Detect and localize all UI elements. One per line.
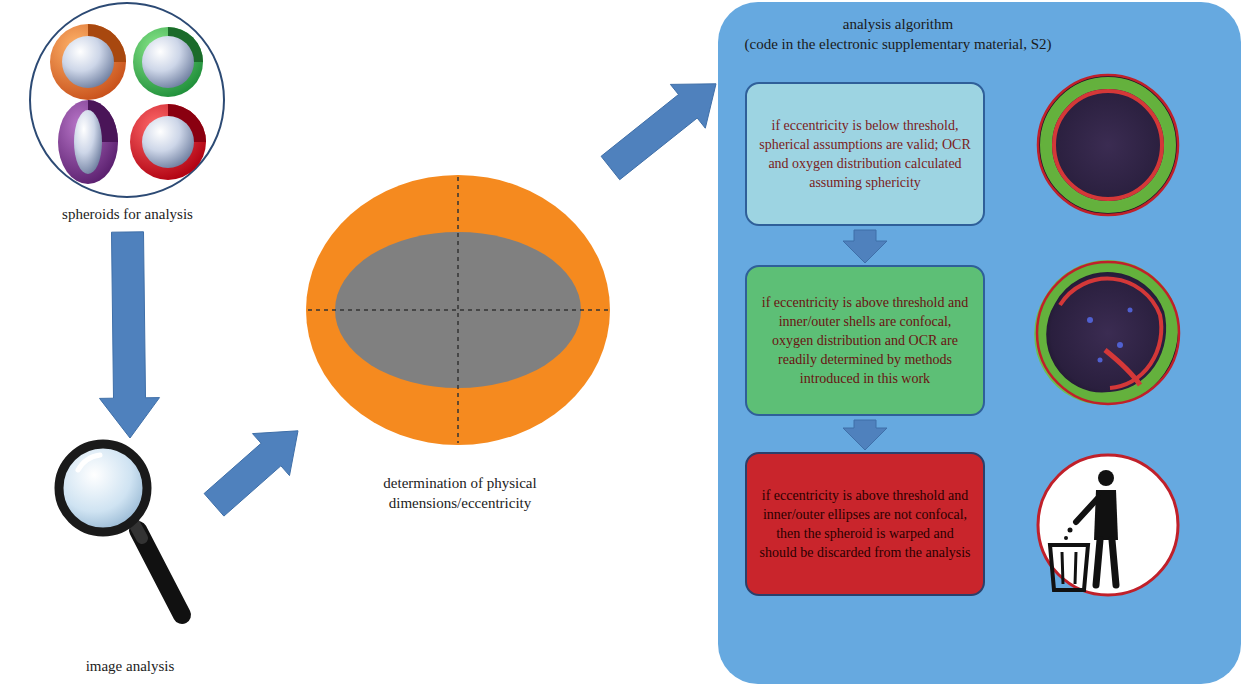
block-arrow <box>843 420 887 450</box>
caption-text: image analysis <box>86 656 175 676</box>
magnifier-icon <box>59 444 182 615</box>
spheroid-circle <box>142 116 194 168</box>
trash-bin-icon <box>1098 470 1114 486</box>
micrograph-image <box>1087 317 1093 323</box>
ellipse-cross-section <box>306 175 610 445</box>
panel-heading: analysis algorithm(code in the electroni… <box>723 14 1073 54</box>
block-arrow <box>100 232 160 438</box>
spheroid-circle <box>30 3 224 197</box>
spheroid-group: spheroids for analysis <box>10 0 245 228</box>
micrograph-image <box>1038 75 1178 215</box>
spheroid-circle <box>142 36 194 88</box>
micrograph-image <box>1040 266 1172 399</box>
trash-bin-icon <box>1112 540 1116 585</box>
algorithm-panel <box>718 2 1241 684</box>
trash-bin-icon <box>1038 455 1178 595</box>
micrograph-image <box>1105 350 1140 385</box>
process-box: if eccentricity is below threshold, sphe… <box>745 82 985 226</box>
block-arrow <box>601 84 716 180</box>
algorithm-panel <box>718 2 1241 684</box>
ellipse-cross-section <box>457 177 459 443</box>
block-arrow <box>843 230 887 263</box>
micrograph-image <box>1060 279 1161 388</box>
trash-bin-icon <box>1075 552 1076 584</box>
spheroid-circle <box>30 3 224 197</box>
trash-bin-icon <box>1076 498 1098 522</box>
panel-title: analysis algorithm <box>723 14 1073 34</box>
panel-title: (code in the electronic supplementary ma… <box>723 34 1073 54</box>
micrograph-image <box>1037 262 1179 404</box>
micrograph-image <box>1054 91 1162 199</box>
trash-bin-icon <box>1062 552 1063 584</box>
trash-bin-icon <box>1050 545 1088 590</box>
ellipse-cross-section <box>306 175 610 445</box>
caption-text: determination of physical dimensions/ecc… <box>355 473 565 513</box>
micrograph-image <box>1098 358 1103 363</box>
image-analysis-icon: image analysis <box>50 440 210 680</box>
spheroid-circle <box>133 27 203 97</box>
trash-bin-icon <box>1064 536 1068 540</box>
spheroid-circle <box>130 104 206 180</box>
micrograph-image <box>1037 262 1179 404</box>
micrograph-image <box>1117 342 1123 348</box>
discard-box: if eccentricity is above threshold and i… <box>745 452 985 596</box>
magnifier-icon <box>78 455 100 470</box>
micrograph-image <box>1128 308 1133 313</box>
micrograph-image <box>1046 83 1170 207</box>
spheroid-circle <box>74 110 102 174</box>
box-text: if eccentricity is above threshold and i… <box>757 293 973 388</box>
block-arrow <box>204 431 298 516</box>
micrograph-image <box>1038 75 1178 215</box>
dimension-ellipse: determination of physical dimensions/ecc… <box>300 172 620 517</box>
micrograph-image <box>1038 75 1178 215</box>
magnifier-icon <box>59 444 147 532</box>
spheroid-circle <box>50 24 126 100</box>
spheroid-circle <box>62 36 114 88</box>
ellipse-cross-section <box>308 309 608 311</box>
caption-text: spheroids for analysis <box>62 204 193 224</box>
algorithm-panel: analysis algorithm(code in the electroni… <box>718 2 1241 684</box>
spheroid-circle <box>58 100 118 184</box>
process-box: if eccentricity is above threshold and i… <box>745 265 985 416</box>
trash-bin-icon <box>1038 455 1178 595</box>
box-text: if eccentricity is below threshold, sphe… <box>757 116 973 192</box>
trash-bin-icon <box>1096 540 1100 585</box>
box-text: if eccentricity is above threshold and i… <box>757 486 973 562</box>
micrograph-image <box>1037 262 1179 404</box>
trash-bin-icon <box>1068 528 1073 533</box>
